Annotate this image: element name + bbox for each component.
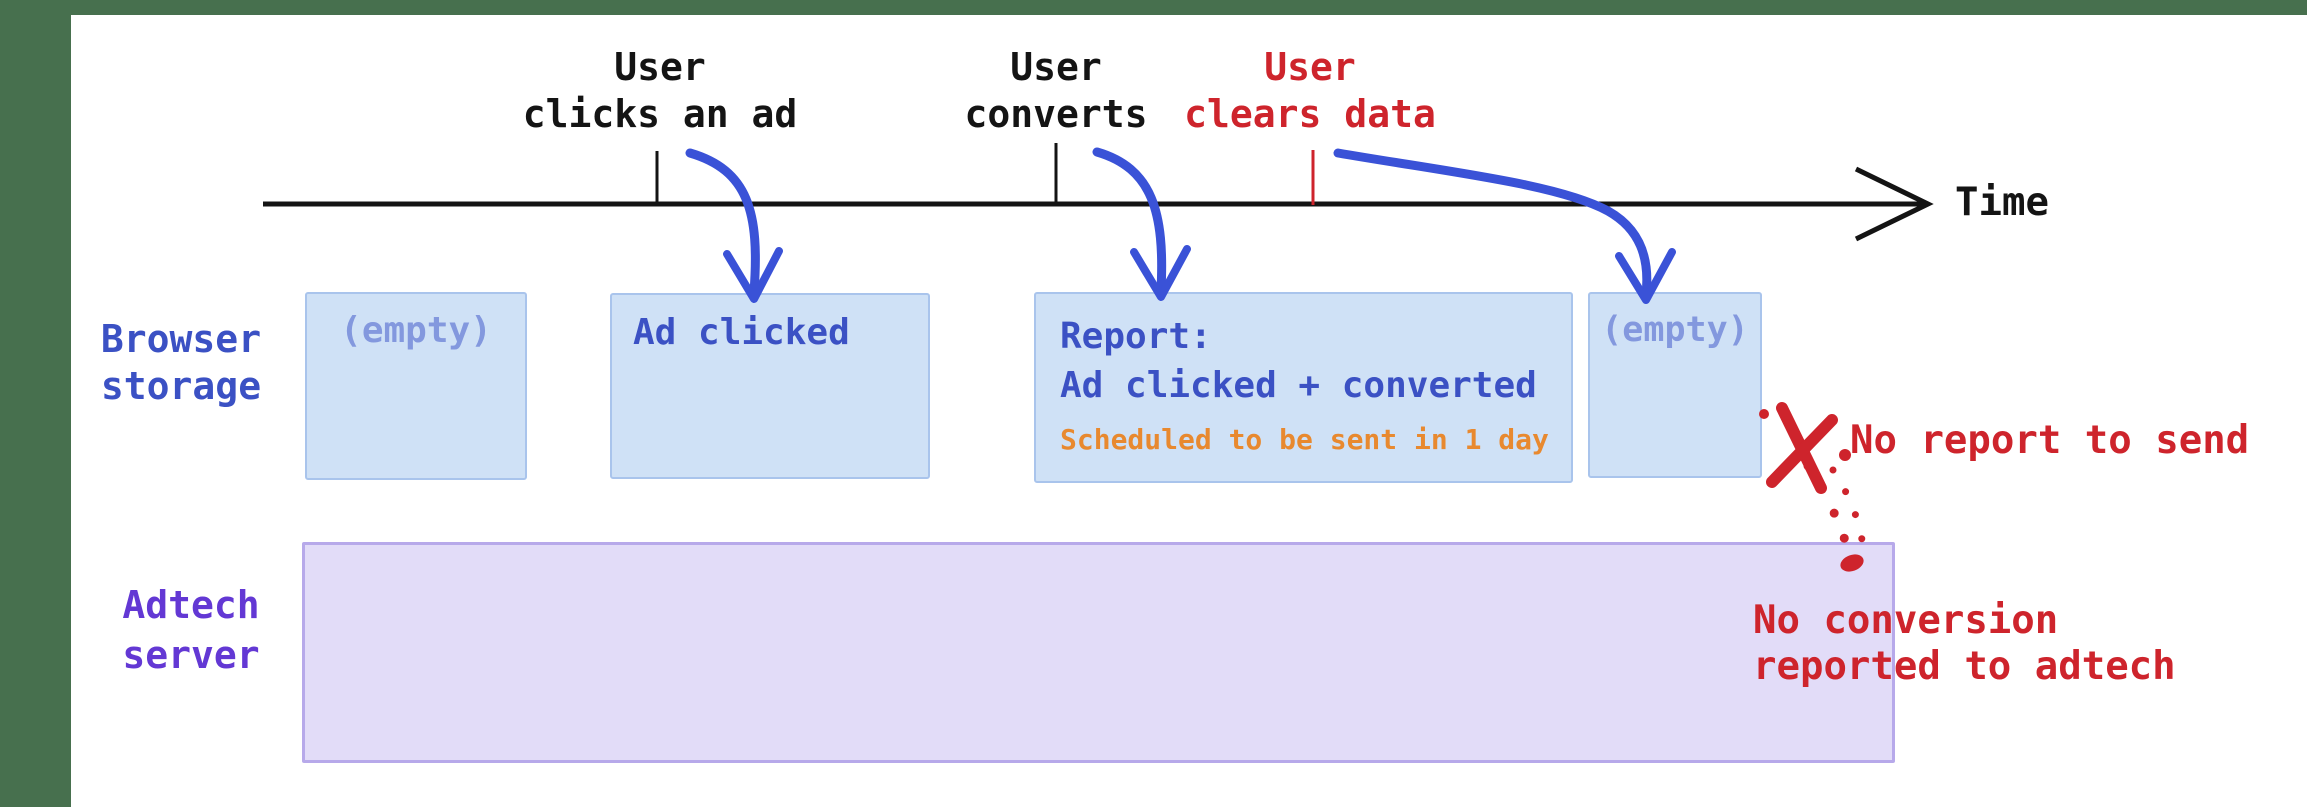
report-title: Report: [1060,316,1212,357]
report-schedule-note: Scheduled to be sent in 1 day [1060,422,1549,456]
storage-box-report: Report: Ad clicked + converted Scheduled… [1034,292,1573,483]
event-label-user-converts: User converts [964,45,1148,136]
event-label-user-clears-data: User clears data [1184,45,1436,136]
row-label-adtech-server: Adtech server [122,583,260,677]
storage-box-empty-after-clear: (empty) [1588,292,1762,478]
storage-box-empty-before-click: (empty) [305,292,527,480]
row-label-browser-storage: Browser storage [100,317,262,408]
report-detail: Ad clicked + converted [1060,365,1537,407]
event-label-user-clicks-ad: User clicks an ad [522,45,798,136]
annotation-no-report: No report to send [1850,418,2250,463]
empty-state-text: (empty) [1601,310,1749,350]
annotation-no-conversion: No conversion reported to adtech [1753,598,2176,689]
ad-clicked-text: Ad clicked [633,312,850,353]
time-axis-label: Time [1955,180,2049,225]
storage-box-ad-clicked: Ad clicked [610,293,930,479]
empty-state-text: (empty) [340,310,492,351]
adtech-server-box [302,542,1895,763]
